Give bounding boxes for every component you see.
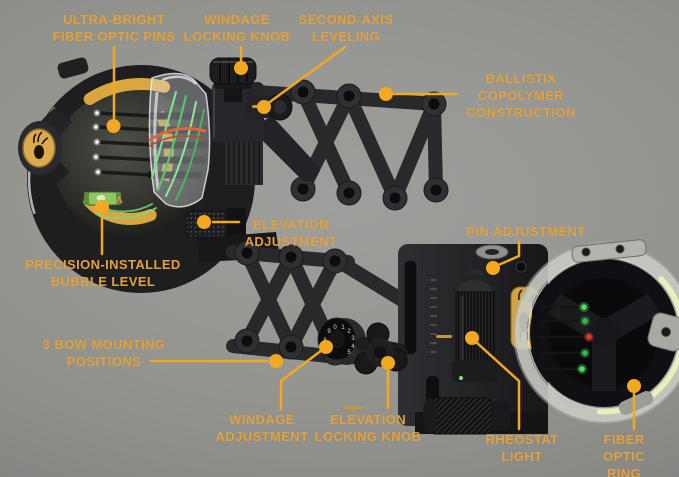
callout-label-precision-installed-bubble-level: PRECISION-INSTALLED BUBBLE LEVEL [25,257,181,289]
callout-dot [95,200,109,214]
frame-bosses-rear [234,240,348,366]
callout-dot [465,331,479,345]
mount-arm-front [250,116,320,182]
copolymer-frame-front [249,85,443,205]
callout-dot [106,119,121,133]
level-caret-mark [115,195,123,204]
callout-dot [379,87,393,101]
ring-clamp-front [57,57,89,79]
svg-text:2: 2 [347,329,351,335]
frame-bosses-front [290,79,449,211]
scope-clamp-tabs [571,239,679,415]
callout-dot [319,340,333,354]
callout-label-elevation-adjustment: ELEVATION ADJUSTMENT [244,217,338,249]
bubble-level [83,191,123,206]
fiber-optic-ring-glow [522,251,679,415]
callout-label-ultra-bright-fiber-optic-pins: ULTRA-BRIGHT FIBER OPTIC PINS [52,12,176,44]
callout-dot [197,215,211,229]
callout-label-rheostat-light: RHEOSTAT LIGHT [485,432,559,464]
callout-dots [95,61,641,393]
svg-text:4: 4 [351,344,355,350]
elk-logo-front [32,131,49,159]
svg-text:0: 0 [333,325,337,331]
rear-fiber-pins [537,302,594,374]
rheostat-light-part [452,269,498,382]
elevation-scale-ticks [430,279,437,353]
gold-ring-accent-bottom [68,101,192,225]
sight-rear-view: 8 9 0 1 2 3 4 5 [226,239,679,435]
clear-fiber-housing [148,72,211,208]
fiber-strands [148,90,207,201]
scope-ring-rear [513,239,679,424]
callout-label-windage-locking-knob: WINDAGE LOCKING KNOB [183,12,291,44]
svg-text:5: 5 [347,350,351,356]
callout-label-windage-adjustment: WINDAGE ADJUSTMENT [215,412,309,444]
callout-dot [269,354,283,368]
callout-lines [100,45,636,431]
callout-label-fiber-optic-ring: FIBER OPTIC RING [603,432,645,477]
callout-dot [257,100,271,114]
svg-text:1: 1 [341,325,345,331]
mount-knob-knurl [427,397,493,435]
svg-text:3: 3 [351,336,355,342]
callout-label-pin-adjustment: PIN ADJUSTMENT [466,224,586,239]
callout-dot [486,261,500,275]
callout-label-bow-mounting-positions: 3 BOW MOUNTING POSITIONS [42,337,166,369]
pin-tips [92,109,102,176]
callout-dot [234,61,248,75]
elevation-locking-knob-part [354,322,408,375]
callout-dot [627,379,641,393]
gold-ring-accent-top [40,78,242,280]
callout-label-elevation-locking-knob: ELEVATION LOCKING KNOB [314,412,422,444]
callout-label-second-axis-leveling: SECOND-AXIS LEVELING [298,12,394,44]
callout-label-ballistix-copolymer-construction: BALLISTIX COPOLYMER CONSTRUCTION [466,71,576,120]
svg-text:9: 9 [327,329,331,335]
callout-dot [381,356,395,370]
